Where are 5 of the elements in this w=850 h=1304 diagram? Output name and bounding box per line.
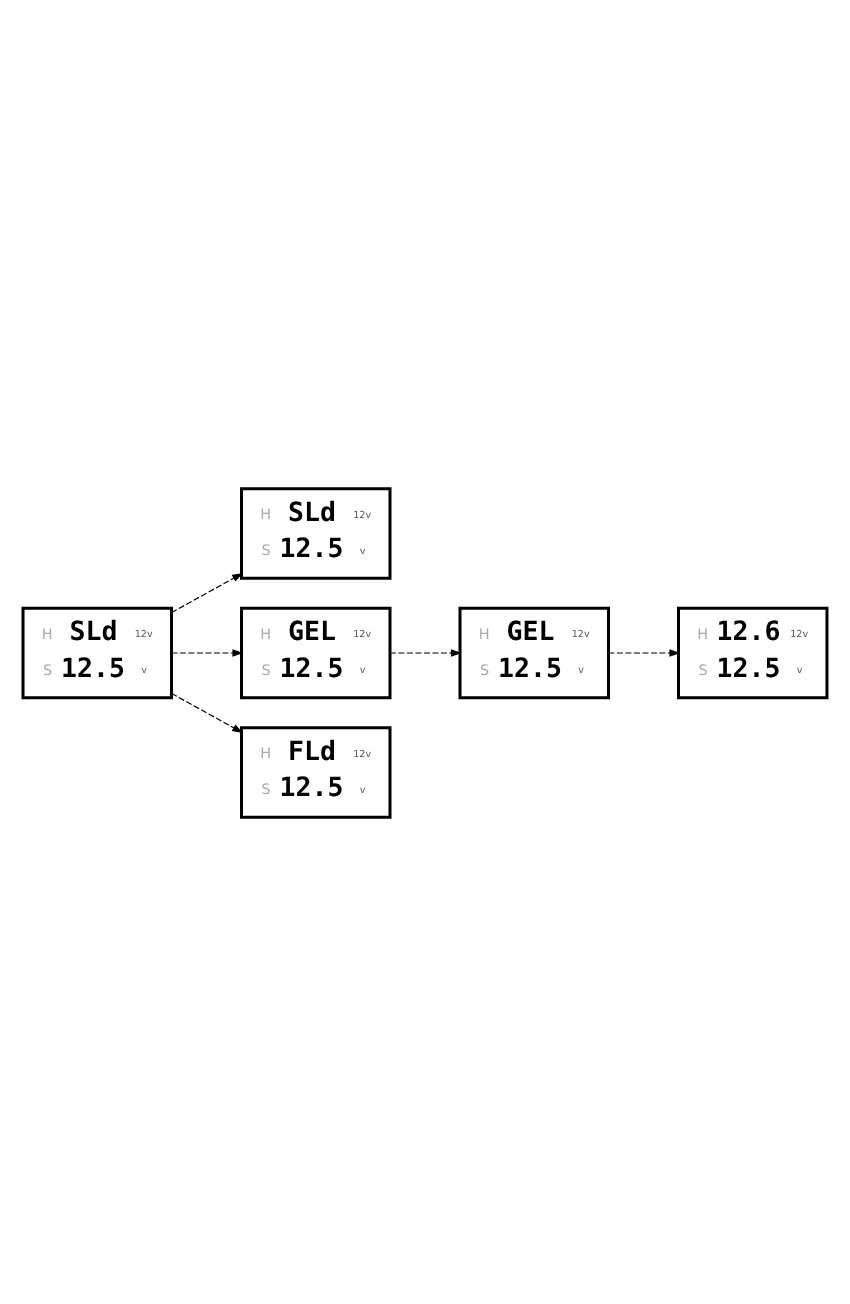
arrow [608, 648, 681, 656]
arrow [171, 572, 244, 613]
arrow [389, 648, 462, 656]
arrow [171, 691, 244, 732]
arrow [171, 648, 244, 656]
